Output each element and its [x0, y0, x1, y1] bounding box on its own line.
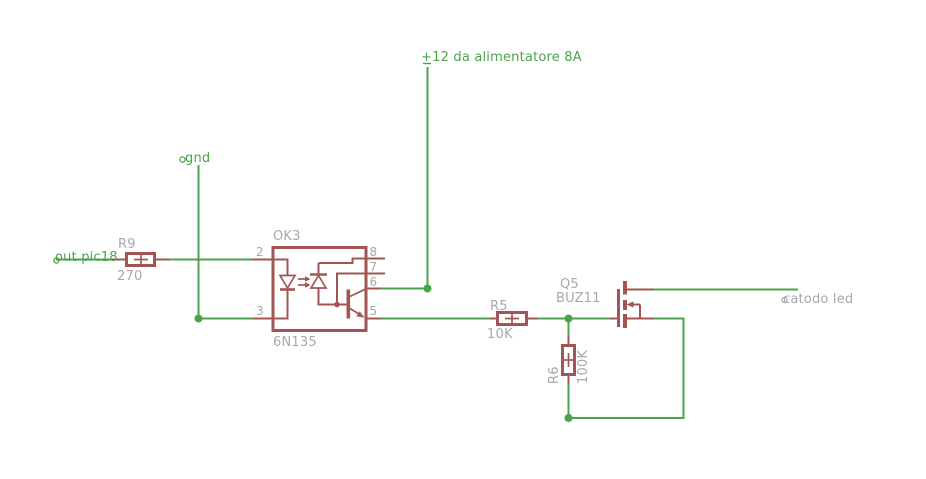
output-label-origin [781, 296, 788, 304]
ok3-base-junction [334, 301, 340, 308]
gnd-label-origin [179, 156, 186, 163]
r9-body [125, 252, 156, 267]
r6-name: R6 [547, 366, 562, 384]
junction-dot [423, 284, 432, 293]
ok3-photodiode-wiring [317, 257, 366, 306]
r5-name: R5 [490, 299, 508, 314]
r6-value: 100K [576, 350, 591, 384]
r5-value: 10K [487, 327, 513, 342]
gnd-label-text: gnd [185, 151, 210, 166]
ok3-pin3-number: 3 [256, 304, 264, 318]
junction-dot [564, 314, 573, 323]
input-label-text: out pic18 [55, 250, 118, 265]
q5-value: BUZ11 [556, 291, 601, 306]
ok3-led-wiring [272, 258, 289, 320]
ok3-pin7-number: 7 [370, 260, 378, 274]
ok3-value: 6N135 [273, 335, 317, 350]
net-label-supply[interactable]: +12 da alimentatore 8A [421, 50, 582, 65]
resistor-r9[interactable]: R9 270 [112, 237, 170, 284]
optocoupler-ok3[interactable]: OK3 6N135 2 3 8 7 6 5 [252, 229, 385, 350]
r9-name: R9 [118, 237, 136, 252]
input-label-origin [53, 257, 60, 264]
net-label-gnd[interactable]: gnd [179, 151, 210, 166]
r5-body [496, 311, 528, 326]
q5-name: Q5 [560, 277, 579, 292]
mosfet-q5[interactable]: Q5 BUZ11 [556, 277, 654, 328]
ok3-pin6-number: 6 [370, 275, 378, 289]
ok3-pin8-number: 8 [370, 245, 378, 259]
net-label-input[interactable]: out pic18 [53, 250, 118, 265]
led-icon [278, 274, 297, 290]
resistor-r6[interactable]: R6 100K [547, 336, 591, 384]
junction-dot [194, 314, 203, 323]
light-arrows-icon [298, 276, 311, 288]
supply-label-text: +12 da alimentatore 8A [421, 50, 582, 65]
output-label-text: catodo led [783, 292, 853, 307]
ok3-pin2-number: 2 [256, 245, 264, 259]
junction-dot [564, 414, 573, 422]
q5-body-arrow-icon [626, 301, 634, 308]
resistor-r5[interactable]: R5 10K [487, 299, 538, 342]
r6-body [561, 344, 576, 376]
r9-value: 270 [117, 269, 142, 284]
ok3-name: OK3 [273, 229, 301, 244]
net-label-output[interactable]: catodo led [781, 292, 853, 307]
ok3-pin5-number: 5 [370, 304, 378, 318]
phototransistor-icon [346, 288, 367, 319]
